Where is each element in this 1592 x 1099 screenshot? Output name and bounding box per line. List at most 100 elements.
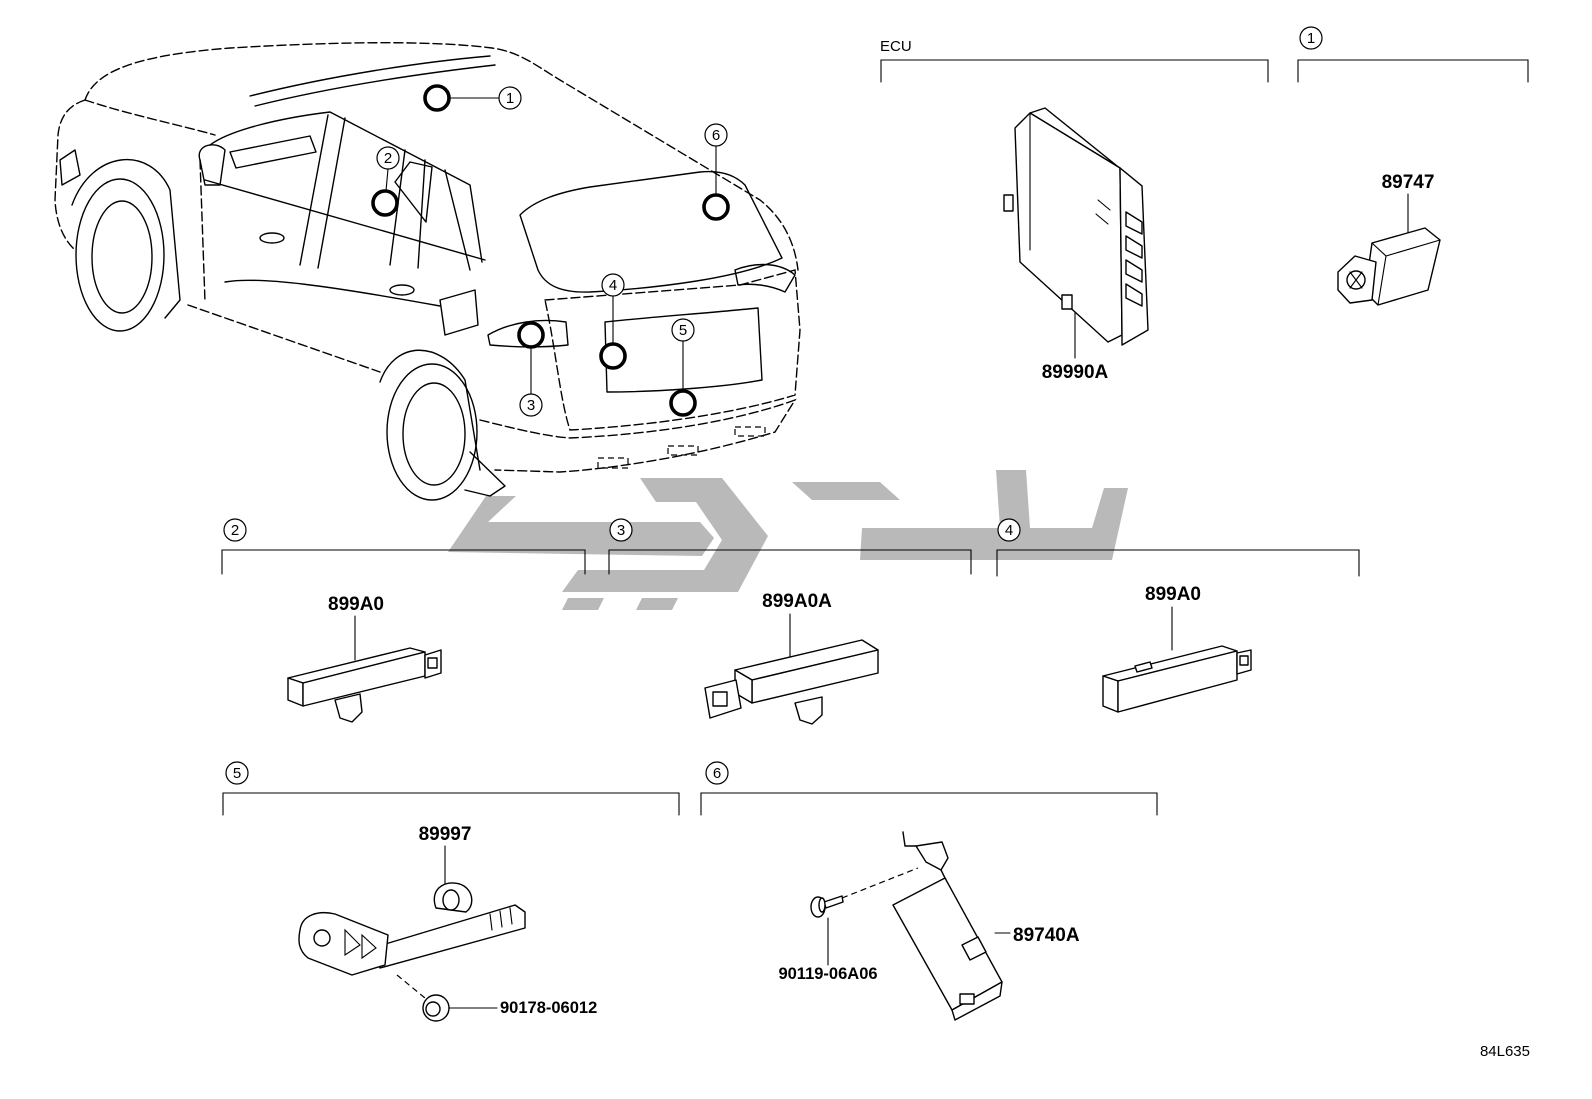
car-front-wheel-arch	[71, 158, 181, 319]
car-interior-floor	[224, 279, 441, 307]
callout-1: 1	[423, 84, 522, 112]
screw-fastener-drawing	[810, 895, 844, 918]
car-door-handle	[389, 284, 415, 296]
car-door-bottom	[187, 304, 381, 373]
callout-number: 4	[609, 277, 617, 294]
group-callout-number: 5	[233, 765, 241, 782]
group-callout-number: 1	[1307, 30, 1315, 47]
car-front-rim	[91, 200, 153, 314]
group-2: 2 899A0	[221, 518, 586, 723]
car-tail-light-left	[487, 319, 569, 348]
car-hood-line	[84, 99, 216, 136]
car-tail-light-right	[734, 263, 796, 293]
part-label-clip: 90178-06012	[500, 999, 597, 1017]
antenna-899a0a-drawing	[704, 639, 879, 725]
car-roof-outline	[84, 42, 799, 271]
part-label-antenna: 89997	[419, 824, 472, 845]
antenna-89747-drawing	[1337, 227, 1441, 306]
antenna-89997-drawing	[298, 882, 526, 976]
group-bracket	[996, 549, 1360, 577]
callout-number: 2	[384, 150, 392, 167]
group-bracket	[1297, 59, 1529, 83]
group-ecu: ECU 89990A	[880, 38, 1269, 383]
group-6: 6 89740A 90119-06A06	[700, 761, 1158, 1021]
illustration-code: 84L635	[1480, 1043, 1530, 1060]
callout-2: 2	[371, 146, 400, 217]
group-4: 4 899A0	[996, 518, 1360, 713]
group-5: 5 89997 90178-06012	[222, 761, 680, 1022]
location-target	[517, 321, 545, 349]
car-window-frame	[209, 111, 483, 263]
group-bracket	[880, 59, 1269, 83]
car-front-tire	[75, 178, 165, 332]
callout-5: 5	[669, 318, 697, 417]
antenna-89740a-drawing	[892, 831, 1003, 1021]
car-rear-bumper	[479, 398, 797, 473]
callout-number: 1	[506, 90, 514, 107]
car-rear-glass	[519, 170, 783, 293]
car-pillar	[444, 169, 471, 271]
group-callout-number: 3	[617, 522, 625, 539]
callout-4: 4	[599, 273, 627, 370]
antenna-899a0-drawing	[287, 647, 442, 723]
group-callout-number: 6	[713, 765, 721, 782]
watermark-logo	[448, 470, 1128, 610]
callout-3: 3	[517, 321, 545, 417]
car-bumper-vent	[734, 426, 766, 437]
car-rear-seat	[394, 161, 433, 223]
car-pillar	[299, 114, 329, 266]
callout-number: 3	[527, 397, 535, 414]
car-belt-line	[204, 179, 486, 261]
clip-fastener-drawing	[422, 994, 450, 1022]
group-bracket	[222, 792, 680, 816]
car-door-handle	[259, 232, 285, 244]
car-headlight	[59, 149, 81, 186]
part-label-ecu: 89990A	[1042, 362, 1109, 383]
fastener-path	[841, 867, 919, 899]
car-mudflap	[464, 451, 506, 497]
antenna-899a0-drawing	[1102, 645, 1252, 713]
part-label-screw: 90119-06A06	[778, 965, 877, 983]
callout-number: 6	[712, 127, 720, 144]
callout-number: 5	[679, 322, 687, 339]
car-liftgate-panel	[544, 269, 801, 431]
location-target	[599, 342, 627, 370]
car-fuel-door	[439, 289, 479, 336]
group-callout-number: 2	[231, 522, 239, 539]
vehicle-illustration: 1 2 3 4 5 6	[54, 42, 801, 501]
car-rear-tire	[386, 363, 478, 501]
location-target	[702, 193, 730, 221]
car-plate-recess	[604, 307, 763, 393]
ecu-module-drawing	[1003, 107, 1149, 346]
group-bracket	[700, 792, 1158, 816]
fastener-path	[396, 974, 426, 999]
part-label-antenna: 89740A	[1013, 925, 1080, 946]
car-roof-rail	[249, 55, 491, 97]
car-rear-rim	[402, 382, 466, 486]
car-rear-wheel-arch	[379, 349, 481, 471]
car-bumper-vent	[597, 457, 629, 469]
part-label-antenna: 899A0	[1145, 584, 1201, 605]
part-label-antenna: 899A0	[328, 594, 384, 615]
car-pillar	[417, 159, 426, 269]
part-label-antenna: 899A0A	[762, 591, 832, 612]
group-bracket	[608, 549, 972, 575]
car-front-fascia	[54, 99, 86, 251]
part-label-antenna: 89747	[1382, 172, 1435, 193]
car-side-mirror	[198, 144, 226, 186]
location-target	[423, 84, 451, 112]
group-bracket	[221, 549, 586, 575]
car-roof-rail	[254, 64, 496, 107]
group-title: ECU	[880, 38, 912, 55]
callout-6: 6	[702, 123, 730, 221]
car-bumper-vent	[667, 445, 699, 456]
location-target	[669, 389, 697, 417]
car-dashboard	[229, 135, 317, 169]
group-3: 3 899A0A	[608, 518, 972, 725]
group-callout-number: 4	[1005, 522, 1013, 539]
car-pillar	[317, 117, 346, 269]
group-1: 1 89747	[1297, 26, 1529, 306]
car-front-door-edge	[199, 159, 206, 303]
location-target	[371, 189, 399, 217]
